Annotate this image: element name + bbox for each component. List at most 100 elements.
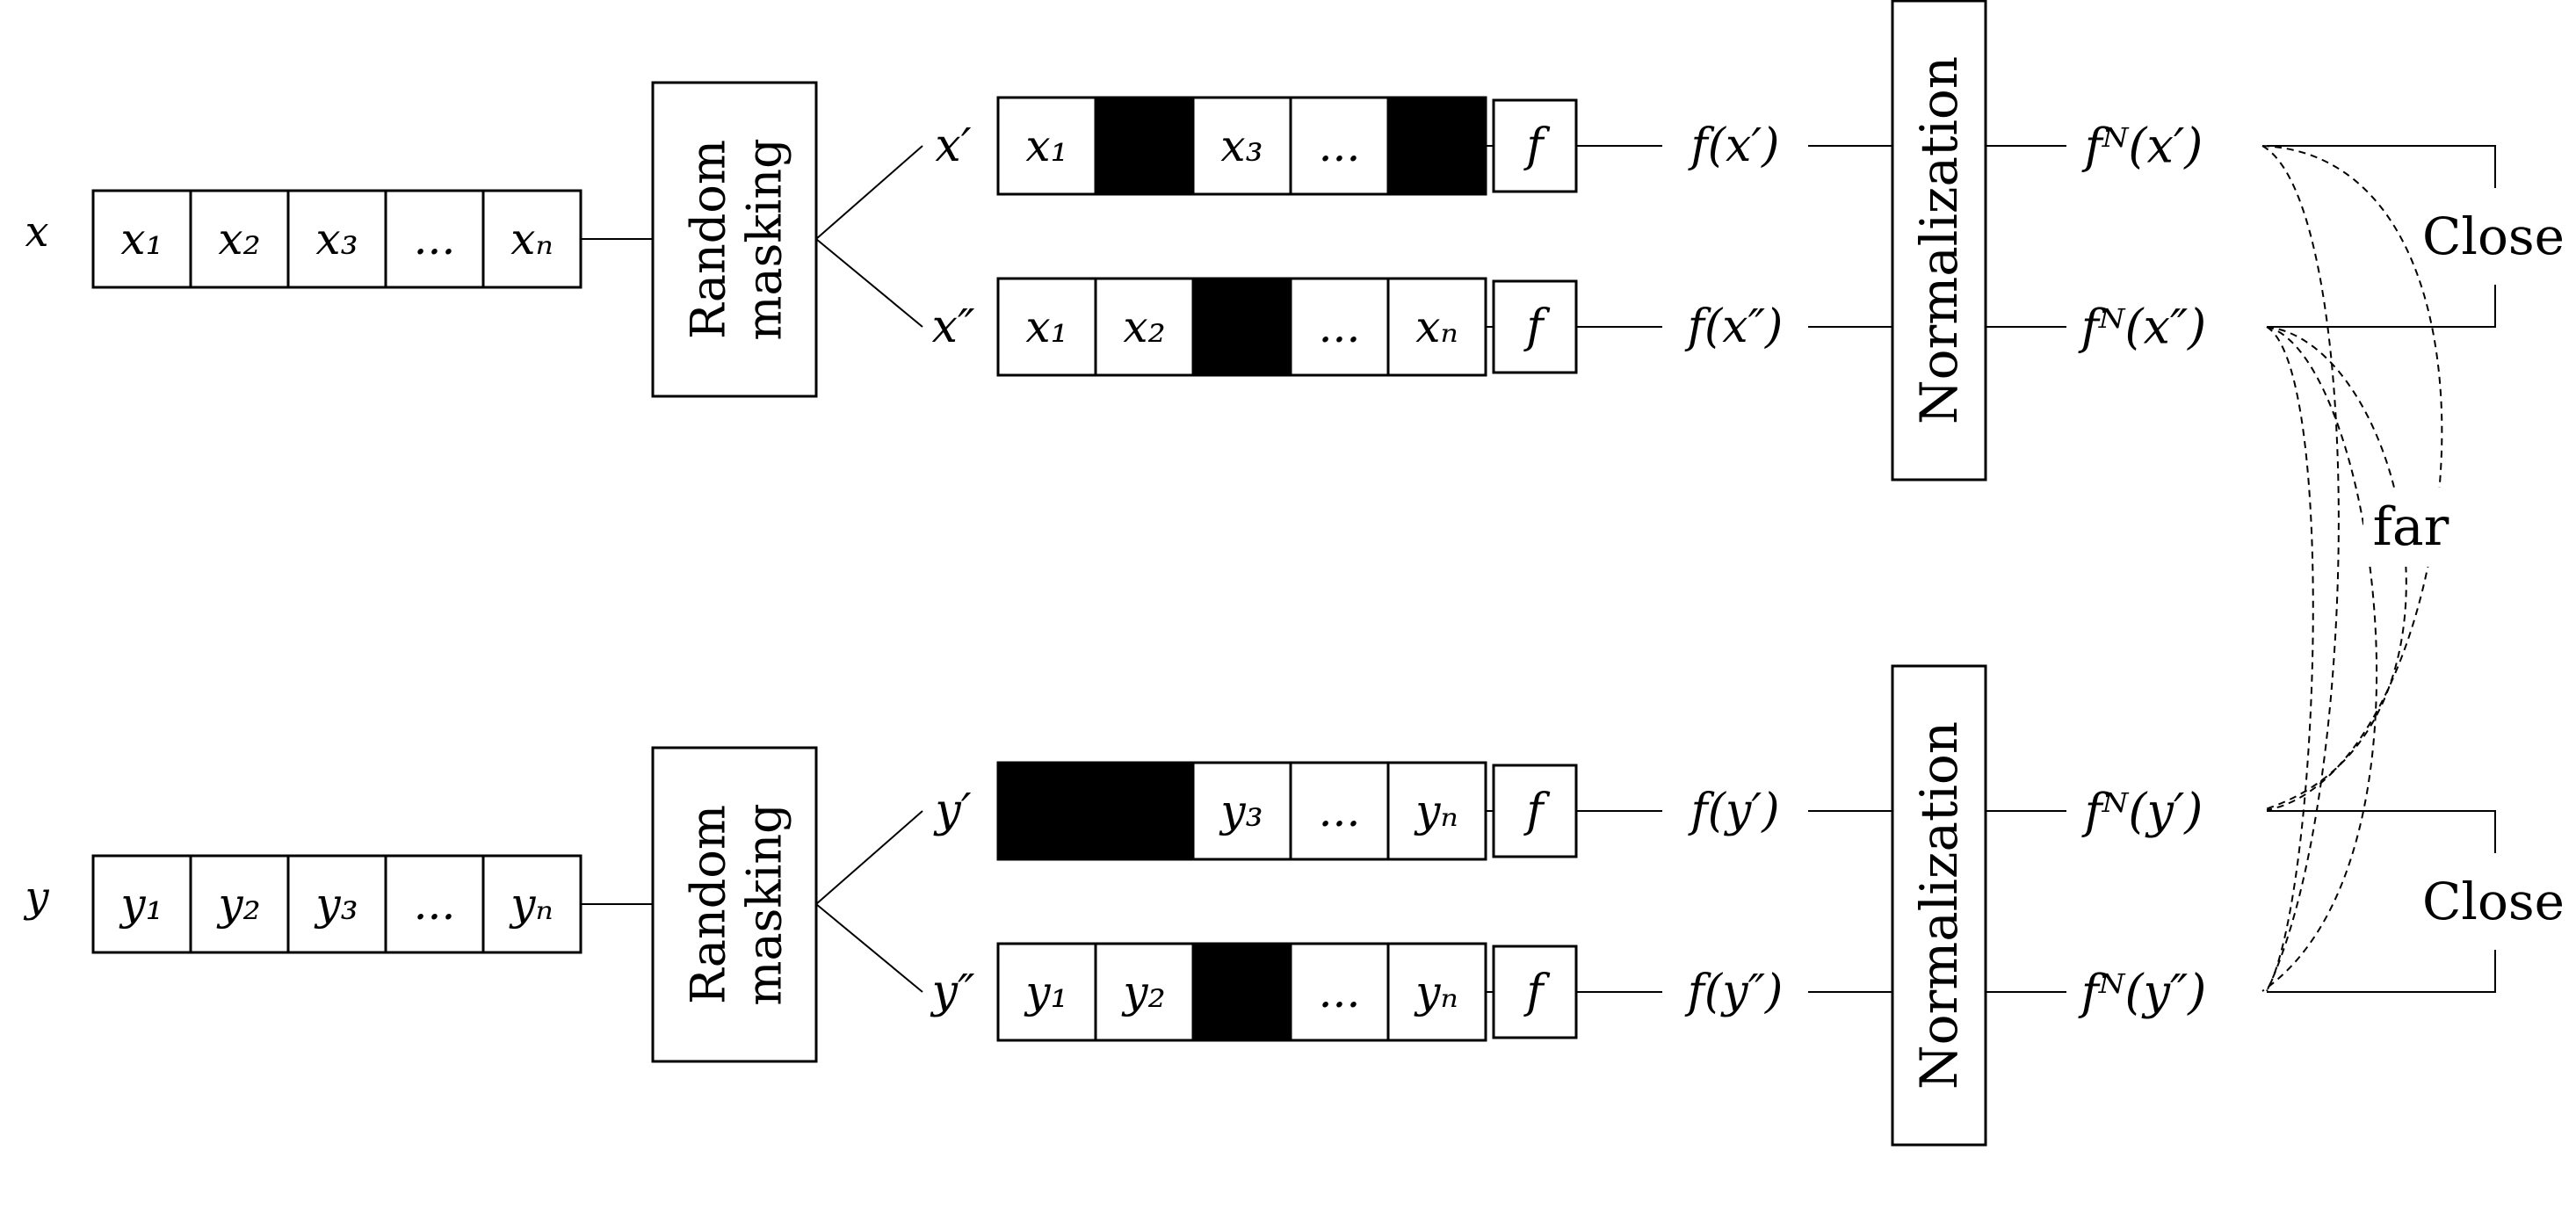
close-bracket-top [2267,810,2496,853]
encoder-output-label: f(y″) [1684,966,1784,1018]
input-cell [189,854,290,954]
view-cell-text: x₁ [1025,301,1067,352]
view-cell [1386,277,1487,377]
input-cell-text: y₁ [119,879,163,930]
view-label: y″ [930,966,975,1018]
input-cell [286,854,387,954]
view-cell-text: ... [1319,120,1361,171]
view-cell [1289,96,1390,196]
view-label: x″ [932,300,975,353]
view-cell-text: x₃ [1220,120,1263,171]
masking-label-line2: masking [737,138,792,340]
random-masking-box [651,746,818,1063]
input-cell [481,189,582,289]
random-masking-box [651,81,818,398]
input-cell-text: yₙ [509,879,554,930]
view-cell [1191,96,1292,196]
normalized-output-label: fᴺ(y″) [2078,965,2207,1020]
far-arc [2261,326,2378,992]
view-label: x′ [935,119,971,172]
masked-cell [996,761,1097,861]
view-cell [1191,761,1292,861]
far-arc [2261,326,2407,811]
far-arc [2266,326,2314,992]
branch-line-bottom [815,903,923,993]
view-cell [996,277,1097,377]
branch-line-bottom [815,238,923,328]
branch-line-top [815,145,923,240]
view-cell [1289,277,1390,377]
normalized-output-label: fᴺ(x′) [2081,119,2203,174]
normalization-label: Normalization [1909,56,1969,424]
view-cell-text: yₙ [1414,785,1458,836]
normalization-label: Normalization [1909,721,1969,1090]
input-cell-text: y₂ [216,879,260,930]
normalized-output-label: fᴺ(y′) [2081,784,2203,839]
view-cell-text: y₁ [1024,966,1067,1017]
view-cell-text: ... [1319,966,1361,1017]
input-cell [286,189,387,289]
close-bracket-bottom [2267,285,2496,328]
input-cell [481,854,582,954]
masking-label-line1: Random [681,140,736,339]
masking-label-line2: masking [737,803,792,1005]
input-label-y: y [23,872,49,922]
input-cell-text: xₙ [510,214,553,264]
masked-cell [1094,96,1195,196]
encoder-output-label: f(y′) [1687,785,1779,837]
input-cell [384,854,485,954]
view-cell [1386,942,1487,1042]
normalization-box [1891,0,1987,481]
view-cell-text: ... [1319,785,1361,836]
normalized-output-label: fᴺ(x″) [2078,300,2207,355]
view-cell-text: x₁ [1025,120,1067,171]
view-cell-text: x₂ [1123,301,1165,352]
view-cell [1094,277,1195,377]
encoder-f-box [1492,945,1578,1039]
input-cell-text: x₁ [120,214,163,264]
input-cell-text: ... [414,879,456,930]
branch-line-top [815,810,923,905]
view-cell [1289,761,1390,861]
input-cell-text: x₃ [315,214,358,264]
close-label: Close [2422,872,2565,931]
input-cell-text: x₂ [218,214,260,264]
view-cell-text: ... [1319,301,1361,352]
masked-cell [1386,96,1487,196]
encoder-output-label: f(x″) [1684,300,1784,353]
encoder-output-label: f(x′) [1688,119,1780,172]
far-arc [2261,145,2443,811]
view-cell [996,942,1097,1042]
encoder-f-box [1492,764,1578,858]
normalization-text: Normalization [1909,721,1969,1090]
view-cell [1094,942,1195,1042]
input-cell [189,189,290,289]
input-cell-text: y₃ [314,879,358,930]
view-cell-text: y₃ [1219,785,1263,836]
input-cell [91,189,192,289]
normalization-text: Normalization [1909,56,1969,424]
view-label: y′ [933,785,971,837]
normalization-box [1891,664,1987,1147]
view-cell-text: yₙ [1414,966,1458,1017]
far-label: far [2373,496,2449,558]
far-arc [2261,145,2340,992]
close-bracket-top [2267,145,2496,188]
far-label-bg [2363,488,2460,567]
masked-cell [1094,761,1195,861]
view-cell-text: xₙ [1415,301,1458,352]
view-cell [1386,761,1487,861]
close-label: Close [2422,206,2565,266]
masked-cell [1191,277,1292,377]
input-label-x: x [25,207,48,257]
encoder-f-box [1492,98,1578,193]
masking-label-line1: Random [681,805,736,1004]
close-bracket-bottom [2267,950,2496,993]
masked-cell [1191,942,1292,1042]
input-cell-text: ... [414,214,456,264]
encoder-f-box [1492,279,1578,374]
view-cell-text: y₂ [1121,966,1165,1017]
